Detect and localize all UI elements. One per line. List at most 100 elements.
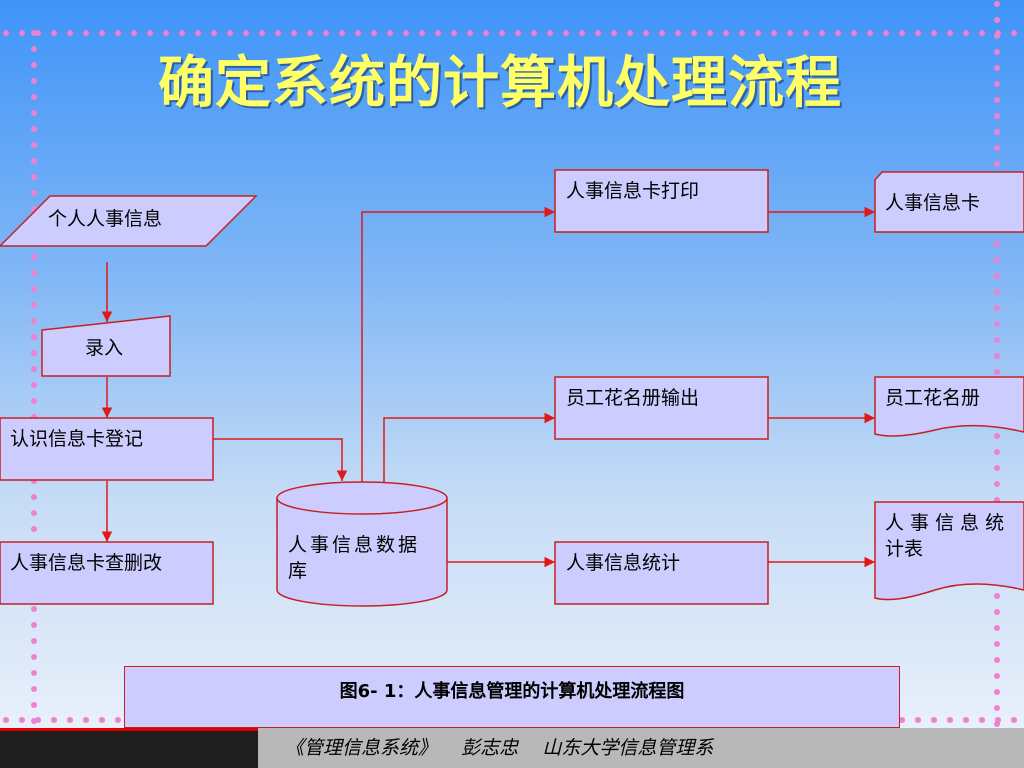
frame-dot: [227, 30, 233, 36]
frame-dot: [994, 161, 1000, 167]
frame-dot: [31, 126, 37, 132]
frame-dot: [339, 30, 345, 36]
frame-dot: [994, 241, 1000, 247]
frame-dot: [659, 30, 665, 36]
frame-dot: [819, 30, 825, 36]
personal-info-parallelogram: [0, 195, 258, 247]
frame-dot: [994, 129, 1000, 135]
frame-dot: [355, 30, 361, 36]
roster-document-shape: [874, 376, 1024, 437]
frame-dot: [31, 190, 37, 196]
frame-dot: [994, 49, 1000, 55]
roster-label: 员工花名册: [885, 387, 981, 409]
frame-dot: [547, 30, 553, 36]
footer-text: 《管理信息系统》 彭志忠 山东大学信息管理系: [285, 737, 714, 759]
frame-dot: [771, 30, 777, 36]
frame-dot: [899, 717, 905, 723]
frame-dot: [31, 606, 37, 612]
frame-dot: [31, 702, 37, 708]
frame-dot: [31, 686, 37, 692]
frame-dot: [31, 398, 37, 404]
frame-dot: [803, 30, 809, 36]
frame-dot: [947, 717, 953, 723]
frame-dot: [307, 30, 313, 36]
frame-dot: [994, 337, 1000, 343]
frame-dot: [451, 30, 457, 36]
frame-dot: [835, 30, 841, 36]
frame-dot: [979, 30, 985, 36]
frame-dot: [994, 609, 1000, 615]
frame-dot: [31, 254, 37, 260]
frame-dot: [31, 366, 37, 372]
frame-dot: [31, 718, 37, 724]
frame-dot: [994, 289, 1000, 295]
frame-dot: [994, 625, 1000, 631]
frame-dot: [31, 110, 37, 116]
frame-dot: [31, 46, 37, 52]
frame-dot: [867, 30, 873, 36]
frame-dot: [31, 526, 37, 532]
frame-dot: [899, 30, 905, 36]
frame-dot: [31, 270, 37, 276]
frame-dot: [994, 305, 1000, 311]
frame-dot: [691, 30, 697, 36]
info-card-shape: [874, 171, 1024, 233]
frame-dot: [531, 30, 537, 36]
frame-dot: [147, 30, 153, 36]
frame-dot: [3, 717, 9, 723]
frame-dot: [83, 717, 89, 723]
statistics-box: [554, 541, 769, 605]
frame-dot: [994, 593, 1000, 599]
frame-dot: [851, 30, 857, 36]
frame-dot: [31, 510, 37, 516]
info-card-label: 人事信息卡: [885, 192, 981, 214]
stats-document-shape: [874, 501, 1024, 601]
card-edit-label: 人事信息卡查删改: [10, 552, 163, 574]
frame-dot: [115, 30, 121, 36]
frame-dot: [31, 62, 37, 68]
frame-dot: [931, 30, 937, 36]
frame-dot: [31, 94, 37, 100]
frame-dot: [131, 30, 137, 36]
frame-dot: [67, 717, 73, 723]
slide-title: 确定系统的计算机处理流程: [158, 51, 842, 116]
frame-dot: [31, 494, 37, 500]
frame-dot: [979, 717, 985, 723]
frame-dot: [611, 30, 617, 36]
frame-dot: [994, 257, 1000, 263]
frame-dot: [579, 30, 585, 36]
frame-dot: [19, 717, 25, 723]
card-register-label: 认识信息卡登记: [10, 428, 144, 450]
frame-dot: [994, 1, 1000, 7]
frame-dot: [643, 30, 649, 36]
frame-dot: [994, 705, 1000, 711]
frame-dot: [31, 174, 37, 180]
frame-dot: [994, 689, 1000, 695]
frame-dot: [994, 321, 1000, 327]
frame-dot: [31, 318, 37, 324]
frame-dot: [31, 350, 37, 356]
database-cylinder: [276, 481, 448, 607]
frame-dot: [787, 30, 793, 36]
frame-dot: [994, 433, 1000, 439]
frame-dot: [994, 369, 1000, 375]
frame-dot: [83, 30, 89, 36]
frame-dot: [419, 30, 425, 36]
frame-dot: [259, 30, 265, 36]
frame-dot: [994, 33, 1000, 39]
frame-dot: [31, 622, 37, 628]
frame-dot: [31, 638, 37, 644]
frame-dot: [291, 30, 297, 36]
frame-dot: [371, 30, 377, 36]
frame-dot: [483, 30, 489, 36]
frame-dot: [179, 30, 185, 36]
frame-dot: [163, 30, 169, 36]
frame-dot: [31, 78, 37, 84]
frame-dot: [211, 30, 217, 36]
frame-dot: [323, 30, 329, 36]
frame-dot: [31, 382, 37, 388]
frame-dot: [739, 30, 745, 36]
frame-dot: [31, 670, 37, 676]
